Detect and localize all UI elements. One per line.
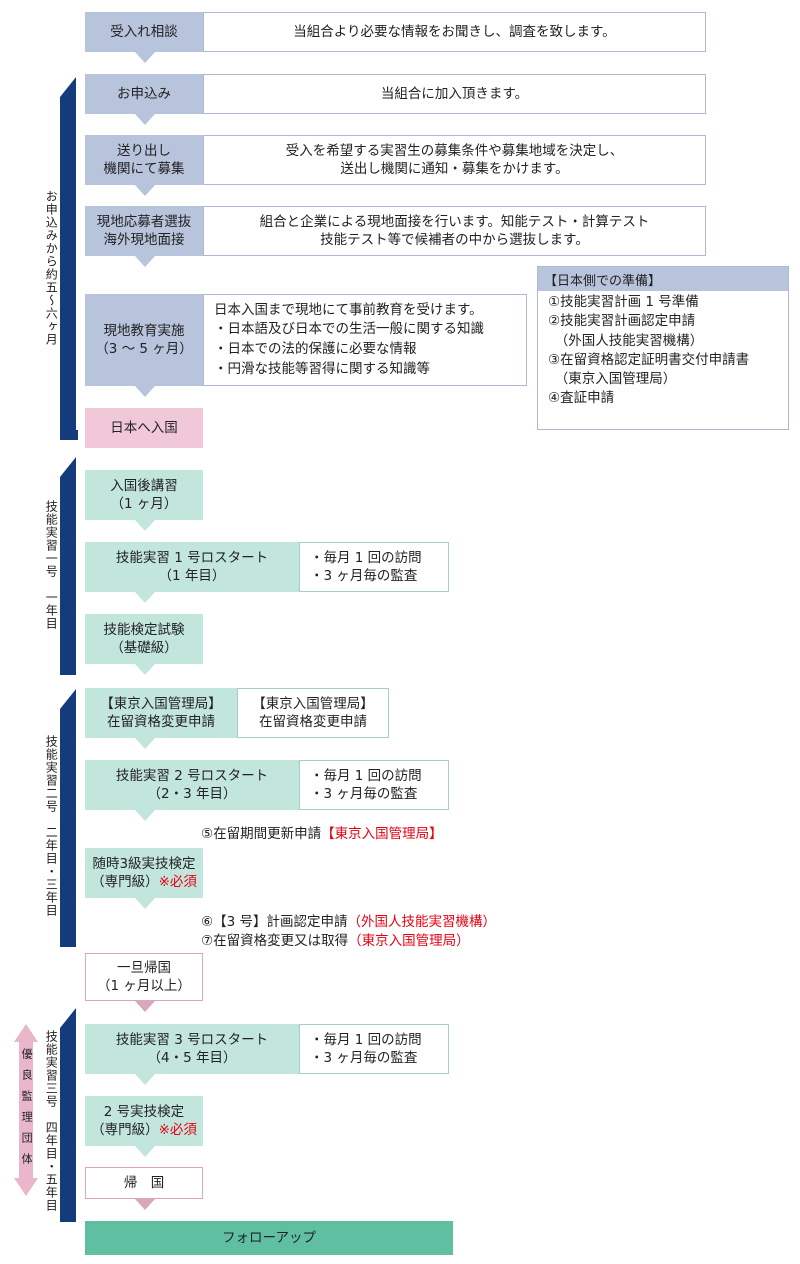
good-supervisor-label: 優良監理団体	[20, 1048, 34, 1174]
step-status-change-desc: 【東京入国管理局】 在留資格変更申請	[237, 688, 389, 738]
arrow-down	[135, 52, 155, 63]
note-7-office: （東京入国管理局）	[348, 933, 470, 949]
step-ti3-start-desc: ・毎月 1 回の訪問 ・3 ヶ月毎の監査	[299, 1024, 449, 1074]
step-recruit-label: 送り出し 機関にて募集	[85, 135, 203, 185]
note-6: ⑥【3 号】計画認定申請（外国人技能実習機構）	[201, 910, 496, 930]
step-interview-label: 現地応募者選抜 海外現地面接	[85, 206, 203, 256]
step-entry-japan: 日本へ入国	[85, 408, 203, 448]
arrow-down	[135, 520, 155, 531]
step-consult-desc: 当組合より必要な情報をお聞きし、調査を致します。	[203, 12, 706, 52]
note-5: ⑤在留期間更新申請【東京入国管理局】	[201, 822, 443, 842]
required-mark: ※必須	[158, 874, 197, 890]
step-grade2-test-title: 2 号実技検定	[103, 1103, 185, 1120]
step-interview-desc: 組合と企業による現地面接を行います。知能テスト・計算テスト 技能テスト等で候補者…	[203, 206, 706, 256]
step-grade3-test-title: 随時3級実技検定	[92, 855, 196, 872]
arrow-down	[135, 738, 155, 749]
step-grade2-test-sub: （専門級）※必須	[91, 1122, 197, 1138]
arrow-down	[135, 898, 155, 909]
arrow-down	[135, 185, 155, 196]
arrow-down	[135, 1001, 155, 1012]
step-grade3-test: 随時3級実技検定 （専門級）※必須	[85, 848, 203, 898]
step-education-label: 現地教育実施 （3 ～ 5 ヶ月）	[85, 294, 203, 386]
arrow-down	[135, 664, 155, 675]
note-6-office: （外国人技能実習機構）	[347, 914, 496, 930]
step-status-change-label: 【東京入国管理局】 在留資格変更申請	[85, 688, 237, 738]
period-arrow-3	[60, 689, 76, 947]
period-arrow-1	[60, 77, 76, 440]
period-label-2: 技能実習一号 一年目	[44, 500, 59, 630]
step-post-entry-training: 入国後講習 （1 ヶ月）	[85, 470, 203, 520]
note-7-text: ⑦在留資格変更又は取得	[201, 933, 349, 949]
japan-prep-header: 【日本側での準備】	[538, 267, 788, 291]
step-temporary-return: 一旦帰国 （1 ヶ月以上）	[85, 953, 203, 1001]
period-arrow-4	[60, 1008, 76, 1222]
arrow-down	[135, 256, 155, 267]
note-5-text: ⑤在留期間更新申請	[201, 826, 322, 842]
step-education-desc: 日本入国まで現地にて事前教育を受けます。 ・日本語及び日本での生活一般に関する知…	[203, 294, 527, 386]
japan-prep-panel: 【日本側での準備】 ①技能実習計画 1 号準備 ②技能実習計画認定申請 （外国人…	[537, 266, 789, 430]
good-supervisor-arrow	[14, 1024, 38, 1196]
arrow-down	[135, 1074, 155, 1085]
japan-prep-items: ①技能実習計画 1 号準備 ②技能実習計画認定申請 （外国人技能実習機構） ③在…	[548, 294, 750, 407]
step-ti1-start-label: 技能実習 1 号ロスタート （1 年目）	[85, 542, 299, 592]
step-ti2-start-desc: ・毎月 1 回の訪問 ・3 ヶ月毎の監査	[299, 760, 449, 810]
arrow-down	[135, 114, 155, 125]
step-grade2-test: 2 号実技検定 （専門級）※必須	[85, 1096, 203, 1146]
period-label-1: お申込みから約五～六ヶ月	[44, 190, 59, 346]
arrow-down	[135, 1146, 155, 1157]
required-mark: ※必須	[158, 1122, 197, 1138]
note-6-text: ⑥【3 号】計画認定申請	[201, 914, 348, 930]
step-consult-label: 受入れ相談	[85, 12, 203, 52]
arrow-down	[135, 592, 155, 603]
step-ti1-start-desc: ・毎月 1 回の訪問 ・3 ヶ月毎の監査	[299, 542, 449, 592]
step-skill-test-basic: 技能検定試験 （基礎級）	[85, 614, 203, 664]
period-arrow-1-head	[60, 430, 78, 440]
note-5-office: 【東京入国管理局】	[321, 826, 443, 842]
step-apply-label: お申込み	[85, 74, 203, 114]
note-7: ⑦在留資格変更又は取得（東京入国管理局）	[201, 929, 470, 949]
period-label-3: 技能実習二号 二年目・三年目	[44, 735, 59, 917]
step-apply-desc: 当組合に加入頂きます。	[203, 74, 706, 114]
arrow-down	[135, 810, 155, 821]
arrow-down	[135, 386, 155, 397]
step-grade3-test-sub: （専門級）※必須	[91, 874, 197, 890]
step-return-home: 帰 国	[85, 1167, 203, 1199]
arrow-down	[135, 1199, 155, 1210]
step-recruit-desc: 受入を希望する実習生の募集条件や募集地域を決定し、 送出し機関に通知・募集をかけ…	[203, 135, 706, 185]
step-ti3-start-label: 技能実習 3 号ロスタート （4・5 年目）	[85, 1024, 299, 1074]
period-arrow-2	[60, 457, 76, 675]
period-label-4: 技能実習三号 四年目・五年目	[44, 1030, 59, 1212]
step-ti2-start-label: 技能実習 2 号ロスタート （2・3 年目）	[85, 760, 299, 810]
step-follow-up: フォローアップ	[85, 1221, 453, 1255]
